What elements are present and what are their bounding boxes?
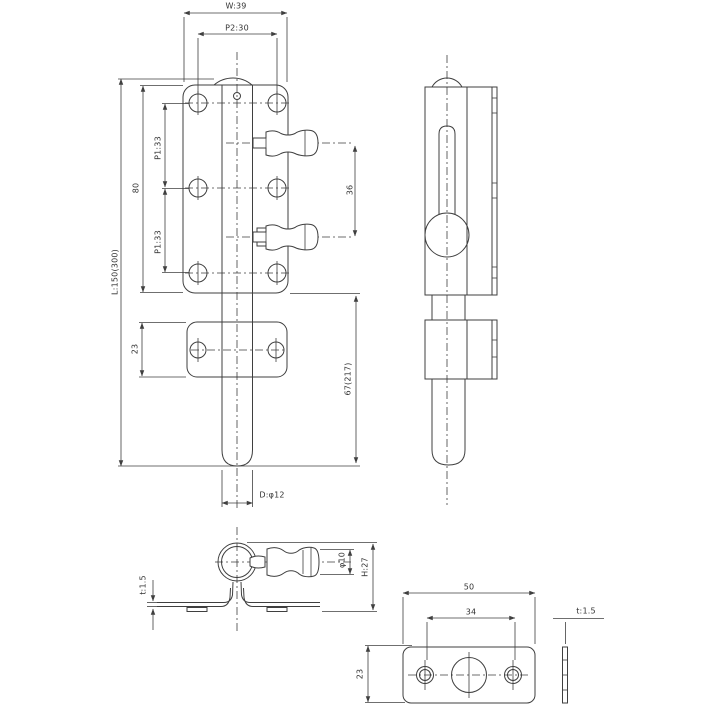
dim-handle-thickness-label: t:1.5 bbox=[138, 575, 148, 595]
strike-plate-detail bbox=[402, 646, 568, 704]
dim-front-body-height-label: 80 bbox=[131, 182, 141, 194]
dim-front-width-label: W:39 bbox=[225, 1, 247, 11]
dim-front-length-label: L:150(300) bbox=[110, 249, 120, 295]
dim-front-bolt-diameter-label: D:φ12 bbox=[259, 490, 285, 500]
dim-plate-width-label: 50 bbox=[463, 582, 475, 592]
dim-handle-height-label: H:27 bbox=[360, 557, 370, 577]
handle-detail bbox=[157, 527, 352, 633]
dim-front-pitch-lower-label: P1:33 bbox=[153, 230, 163, 254]
dim-front-hole-pitch-top-label: P2:30 bbox=[225, 23, 249, 33]
dim-handle-knob-diameter-label: φ10 bbox=[337, 551, 347, 569]
dim-front-pitch-upper-label: P1:33 bbox=[153, 136, 163, 160]
side-view bbox=[424, 55, 498, 505]
dim-front-knob-travel-label: 36 bbox=[345, 184, 355, 196]
dim-front-keeper-height-label: 23 bbox=[130, 343, 140, 355]
dim-plate-thickness-label: t:1.5 bbox=[576, 606, 596, 616]
dimension-lines bbox=[118, 10, 604, 703]
front-view bbox=[182, 52, 352, 510]
dim-plate-pitch-label: 34 bbox=[465, 607, 477, 617]
dim-front-bolt-extension-label: 67(217) bbox=[343, 362, 353, 396]
dim-plate-height-label: 23 bbox=[355, 668, 365, 680]
